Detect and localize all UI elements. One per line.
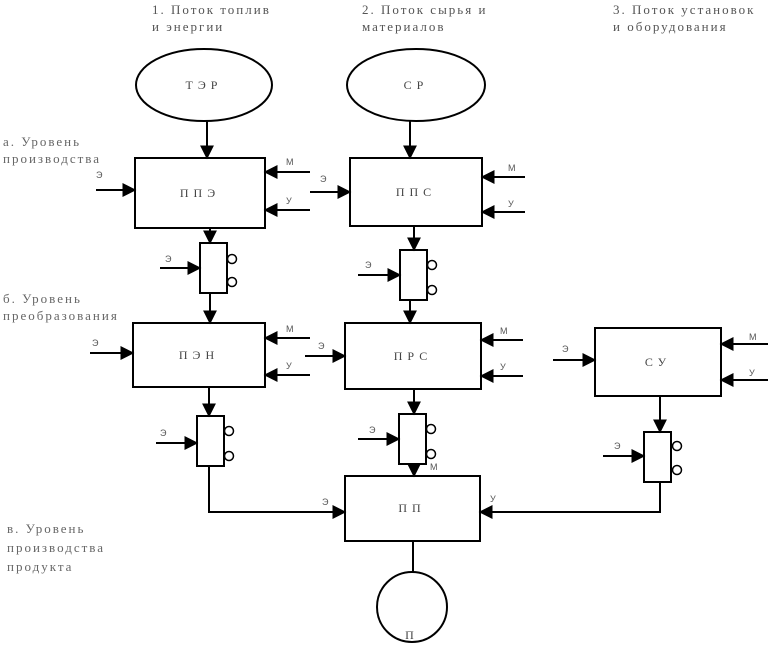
input-m-ppe-label: М bbox=[286, 157, 294, 167]
node-sr bbox=[346, 48, 486, 122]
input-e-pen-label: Э bbox=[92, 338, 99, 348]
flow-equip-subtitle: и оборудования bbox=[613, 19, 728, 34]
level-a-subtitle: производства bbox=[3, 151, 101, 166]
node-pen-label: ПЭН bbox=[179, 348, 219, 362]
converter-5 bbox=[643, 431, 683, 483]
input-e-conv2-label: Э bbox=[365, 260, 372, 270]
node-ter-label: ТЭР bbox=[186, 78, 223, 92]
flow-fuel-title: 1. Поток топлив bbox=[152, 2, 271, 17]
input-e-conv3-label: Э bbox=[160, 428, 167, 438]
node-ppe bbox=[134, 157, 266, 229]
input-u-prs-label: У bbox=[500, 362, 506, 372]
input-u-ppe-label: У bbox=[286, 196, 292, 206]
converter-3 bbox=[196, 415, 235, 467]
input-e-prs-label: Э bbox=[318, 341, 325, 351]
node-ppe-label: ППЭ bbox=[180, 186, 220, 200]
node-ter bbox=[135, 48, 273, 122]
converter-1 bbox=[199, 242, 238, 294]
converter-4 bbox=[398, 413, 437, 465]
pp-left-input-label: Э bbox=[322, 497, 329, 507]
node-pps-label: ППС bbox=[396, 185, 436, 199]
node-pp bbox=[344, 475, 481, 542]
level-c-subtitle-2: продукта bbox=[7, 559, 73, 574]
input-e-ppe-label: Э bbox=[96, 170, 103, 180]
node-sr-label: СР bbox=[404, 78, 429, 92]
node-su-label: СУ bbox=[645, 355, 671, 369]
level-c-title: в. Уровень bbox=[7, 521, 85, 536]
node-su bbox=[594, 327, 722, 397]
level-a-title: а. Уровень bbox=[3, 134, 81, 149]
input-u-su-label: У bbox=[749, 368, 755, 378]
input-e-conv5-label: Э bbox=[614, 441, 621, 451]
node-prs-label: ПРС bbox=[394, 349, 433, 363]
pp-right-input-label: У bbox=[490, 494, 496, 504]
level-c-subtitle: производства bbox=[7, 540, 105, 555]
flow-fuel-subtitle: и энергии bbox=[152, 19, 224, 34]
converter-2 bbox=[399, 249, 438, 301]
input-m-prs-label: М bbox=[500, 326, 508, 336]
node-p-label: П bbox=[405, 628, 419, 642]
arrow-conv3-pp bbox=[208, 466, 347, 519]
input-m-pps-label: М bbox=[508, 163, 516, 173]
input-e-conv1-label: Э bbox=[165, 254, 172, 264]
flow-equip-title: 3. Поток установок bbox=[613, 2, 756, 17]
input-m-su-label: М bbox=[749, 332, 757, 342]
input-u-pen-label: У bbox=[286, 361, 292, 371]
node-pen bbox=[132, 322, 266, 388]
arrow-conv5-pp bbox=[478, 482, 661, 519]
input-e-su-label: Э bbox=[562, 344, 569, 354]
input-e-conv4-label: Э bbox=[369, 425, 376, 435]
input-m-pen-label: М bbox=[286, 324, 294, 334]
level-b-subtitle: преобразования bbox=[3, 308, 119, 323]
flow-raw-title: 2. Поток сырья и bbox=[362, 2, 487, 17]
flow-raw-subtitle: материалов bbox=[362, 19, 446, 34]
pp-top-input-label: М bbox=[430, 462, 438, 472]
level-b-title: б. Уровень bbox=[3, 291, 82, 306]
input-u-pps-label: У bbox=[508, 199, 514, 209]
node-pp-label: ПП bbox=[398, 501, 425, 515]
input-e-pps-label: Э bbox=[320, 174, 327, 184]
